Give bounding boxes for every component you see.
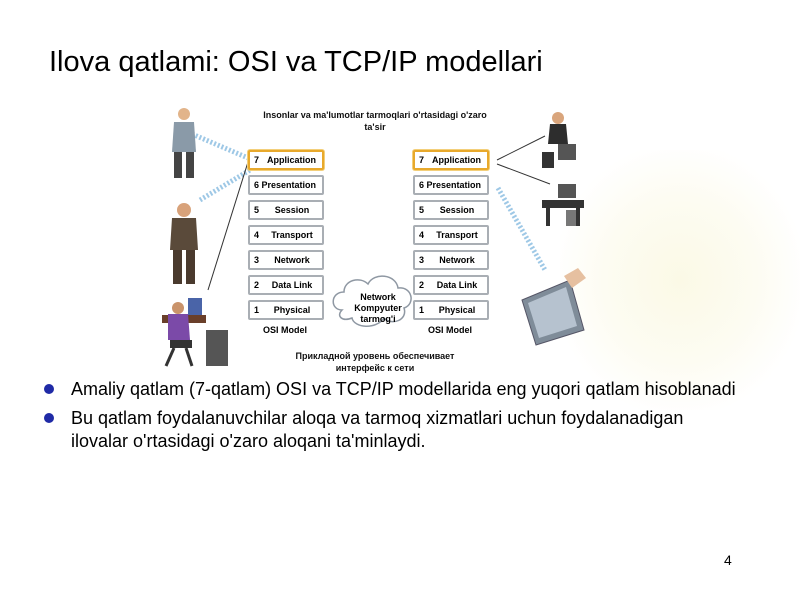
background-glow [560, 150, 800, 410]
network-cloud-icon [332, 275, 412, 327]
figure-caption-top: Insonlar va ma'lumotlar tarmoqlari o'rta… [263, 110, 487, 132]
bullet-item: Amaliy qatlam (7-qatlam) OSI va TCP/IP m… [44, 378, 744, 401]
slide-title: Ilova qatlami: OSI va TCP/IP modellari [49, 46, 543, 78]
wireless-links [191, 131, 548, 272]
bullet-item: Bu qatlam foydalanuvchilar aloqa va tarm… [44, 407, 744, 453]
bullet-dot-icon [44, 413, 54, 423]
right-model-label: OSI Model [428, 325, 473, 335]
figure-illustration [162, 108, 586, 367]
cloud-label: Network Kompyuter tarmog'i [354, 292, 402, 324]
bullet-list: Amaliy qatlam (7-qatlam) OSI va TCP/IP m… [44, 378, 744, 459]
desktop-computer-icon [542, 184, 584, 226]
figure-caption-bottom: Прикладной уровень обеспечивает интерфей… [295, 351, 455, 373]
osi-figure: Insonlar va ma'lumotlar tarmoqlari o'rta… [160, 100, 590, 375]
bullet-text: Amaliy qatlam (7-qatlam) OSI va TCP/IP m… [71, 379, 736, 399]
bullet-text: Bu qatlam foydalanuvchilar aloqa va tarm… [71, 408, 684, 451]
person-woman-icon [172, 108, 196, 178]
tablet-stylus-icon [521, 268, 586, 346]
left-model-label: OSI Model [263, 325, 308, 335]
person-laptop-icon [542, 112, 576, 168]
person-man-phone-icon [170, 203, 198, 284]
bullet-dot-icon [44, 384, 54, 394]
page-number: 4 [724, 552, 732, 568]
person-at-desk-icon [162, 298, 228, 367]
